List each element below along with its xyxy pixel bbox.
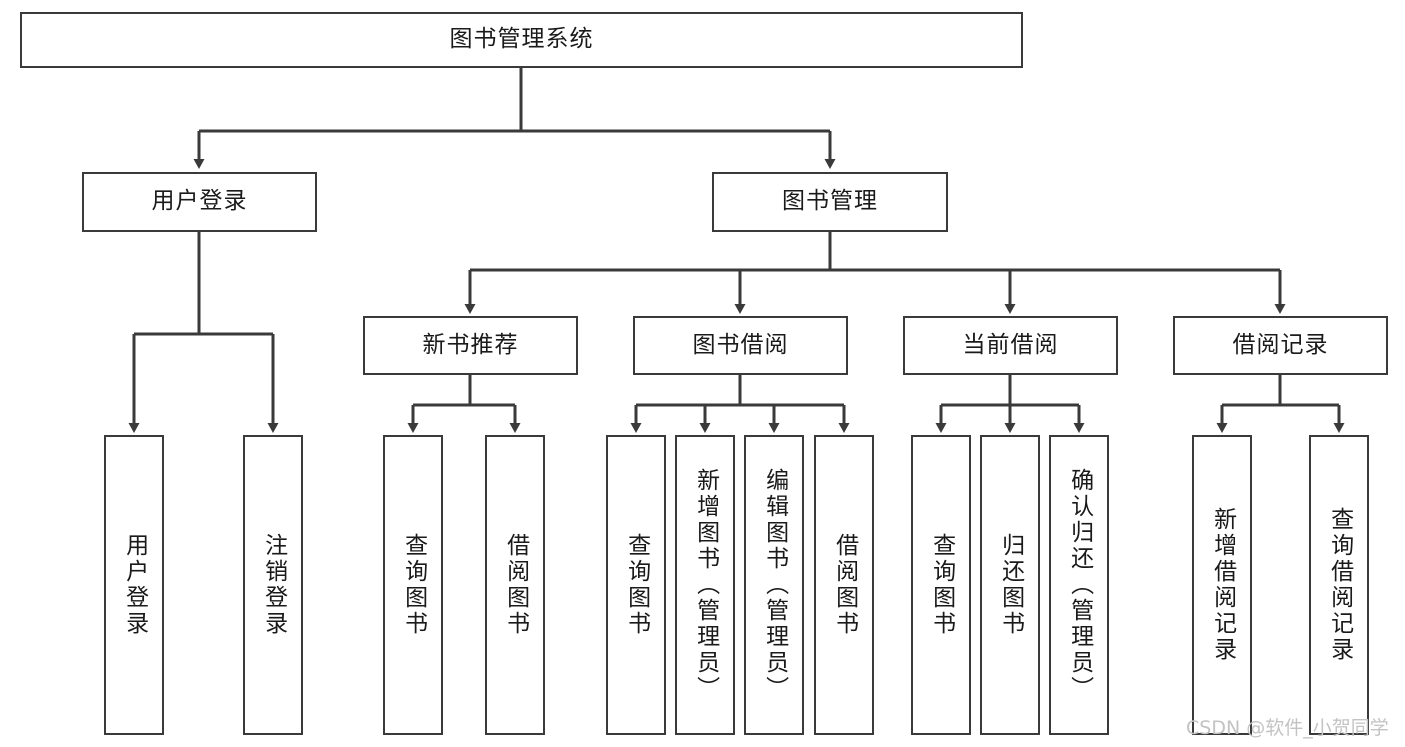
node-leaf-query-book-3[interactable]: 查询图书	[911, 435, 971, 735]
node-leaf-query-book-1-label: 查询图书	[400, 533, 427, 637]
node-leaf-add-book[interactable]: 新增图书（管理员）	[675, 435, 735, 735]
node-user-login-label: 用户登录	[151, 188, 248, 215]
node-book-borrow-label: 图书借阅	[692, 331, 789, 358]
node-leaf-add-book-label: 新增图书（管理员）	[692, 468, 719, 702]
node-root-label: 图书管理系统	[449, 26, 594, 53]
node-new-book-rec-label: 新书推荐	[422, 331, 519, 358]
node-borrow-record-label: 借阅记录	[1232, 331, 1329, 358]
node-leaf-user-login[interactable]: 用户登录	[104, 435, 164, 735]
node-leaf-logout[interactable]: 注销登录	[243, 435, 303, 735]
node-new-book-rec[interactable]: 新书推荐	[363, 316, 578, 375]
node-leaf-return-book[interactable]: 归还图书	[980, 435, 1040, 735]
node-leaf-logout-label: 注销登录	[260, 533, 287, 637]
node-user-login[interactable]: 用户登录	[82, 172, 317, 232]
node-leaf-query-record-label: 查询借阅记录	[1326, 507, 1353, 663]
node-leaf-borrow-book-1[interactable]: 借阅图书	[485, 435, 545, 735]
node-leaf-borrow-book-2[interactable]: 借阅图书	[814, 435, 874, 735]
node-leaf-borrow-book-2-label: 借阅图书	[831, 533, 858, 637]
node-leaf-add-record-label: 新增借阅记录	[1209, 507, 1236, 663]
node-leaf-confirm-return-label: 确认归还（管理员）	[1066, 468, 1093, 702]
node-book-manage-label: 图书管理	[782, 188, 878, 215]
node-borrow-record[interactable]: 借阅记录	[1173, 316, 1388, 375]
node-book-manage[interactable]: 图书管理	[712, 172, 948, 232]
node-leaf-confirm-return[interactable]: 确认归还（管理员）	[1049, 435, 1109, 735]
node-leaf-borrow-book-1-label: 借阅图书	[502, 533, 529, 637]
node-current-borrow-label: 当前借阅	[962, 331, 1059, 358]
node-root[interactable]: 图书管理系统	[20, 12, 1023, 68]
node-current-borrow[interactable]: 当前借阅	[903, 316, 1118, 375]
node-leaf-query-book-3-label: 查询图书	[928, 533, 955, 637]
node-leaf-query-record[interactable]: 查询借阅记录	[1309, 435, 1369, 735]
node-book-borrow[interactable]: 图书借阅	[633, 316, 848, 375]
node-leaf-user-login-label: 用户登录	[121, 533, 148, 637]
node-leaf-query-book-2[interactable]: 查询图书	[606, 435, 666, 735]
node-leaf-add-record[interactable]: 新增借阅记录	[1192, 435, 1252, 735]
csdn-watermark: CSDN @软件_小贺同学	[1186, 717, 1389, 739]
node-leaf-edit-book[interactable]: 编辑图书（管理员）	[744, 435, 804, 735]
node-leaf-return-book-label: 归还图书	[997, 533, 1024, 637]
node-leaf-edit-book-label: 编辑图书（管理员）	[761, 468, 788, 702]
node-leaf-query-book-1[interactable]: 查询图书	[383, 435, 443, 735]
node-leaf-query-book-2-label: 查询图书	[623, 533, 650, 637]
